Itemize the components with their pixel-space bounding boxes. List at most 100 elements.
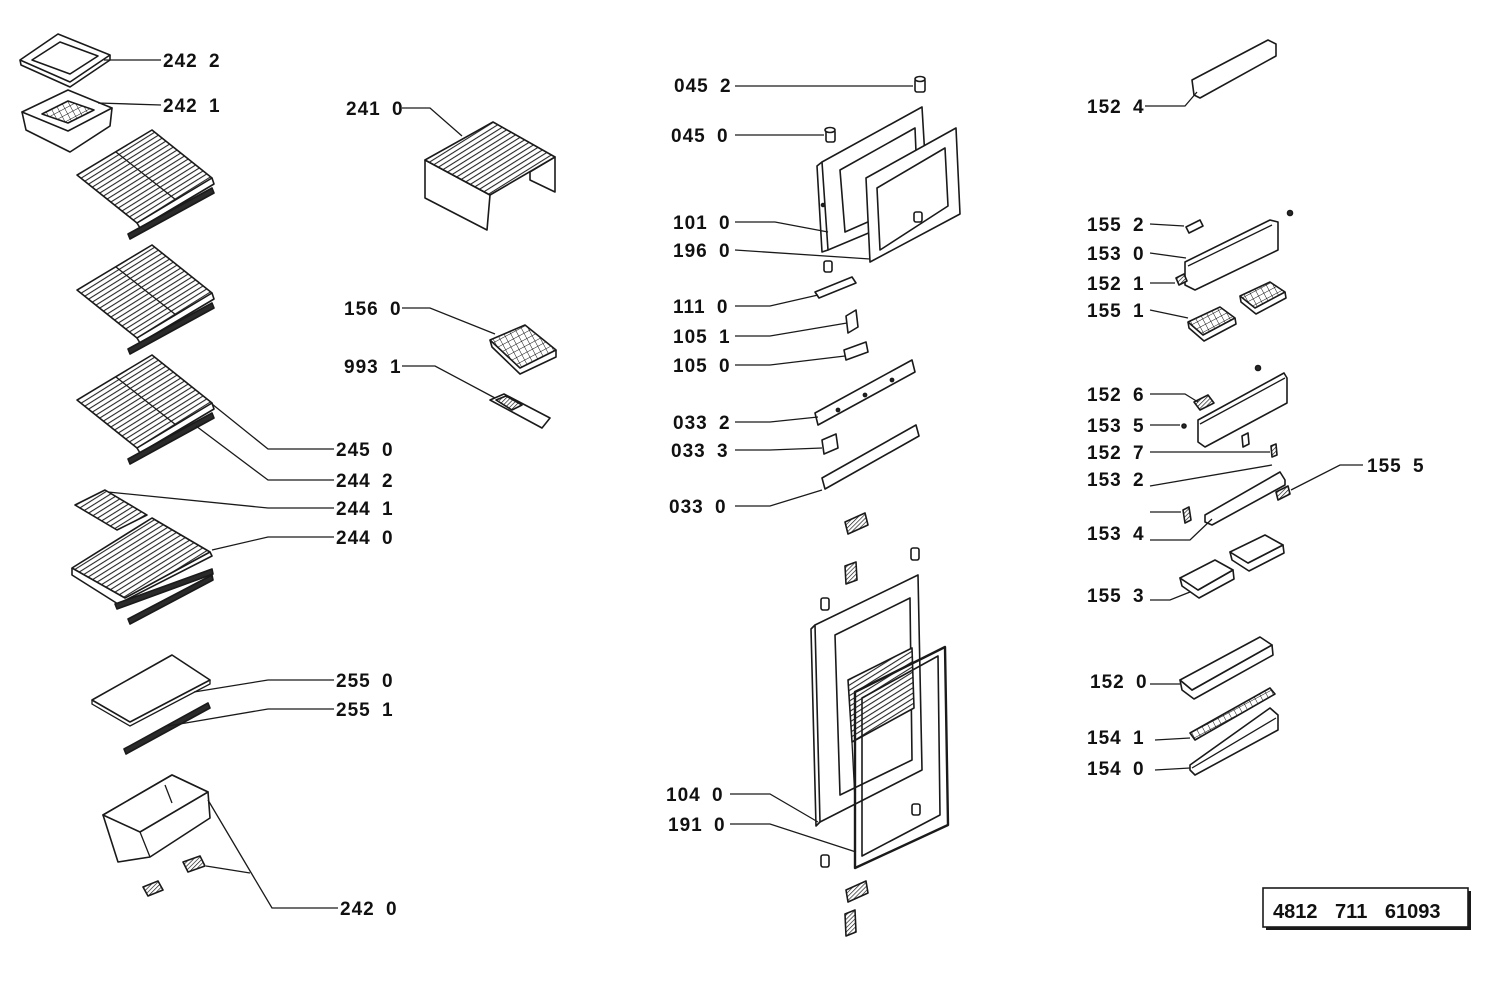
leader-152-6	[1150, 393, 1199, 403]
reference-number: 4812 711 61093	[1273, 901, 1441, 923]
vegetable-drawer-inner-line	[164, 784, 173, 804]
door-handle	[814, 276, 857, 299]
callout-196-0: 196 0	[673, 241, 731, 262]
hinge-block	[844, 561, 858, 585]
door-bin-top	[1179, 636, 1273, 691]
callout-155-2: 155 2	[1087, 215, 1145, 236]
bottle-rail	[1204, 471, 1286, 526]
egg-tray	[1187, 306, 1236, 336]
callout-105-1: 105 1	[673, 327, 731, 348]
shelf-end-pin	[1185, 219, 1204, 234]
door-shelf-front	[1197, 372, 1288, 448]
bottle-bin	[1189, 707, 1279, 776]
wire-shelf-grid	[76, 244, 213, 339]
callout-033-3: 033 3	[671, 441, 729, 462]
small-bin	[21, 89, 113, 153]
leader-033-2	[735, 416, 819, 423]
vegetable-drawer-corner	[139, 831, 151, 858]
callout-154-0: 154 0	[1087, 759, 1145, 780]
callout-255-0: 255 0	[336, 671, 394, 692]
shelf-clip	[1175, 273, 1188, 286]
callout-045-0: 045 0	[671, 126, 729, 147]
leader-101-0	[735, 221, 829, 233]
bottle-bin-body	[1189, 707, 1279, 776]
callout-255-1: 255 1	[336, 700, 394, 721]
small-glass-shelf	[74, 489, 148, 531]
callout-244-0: 244 0	[336, 528, 394, 549]
wire-shelf-crossbar	[115, 151, 177, 201]
door-pin	[823, 260, 833, 273]
callout-111-0: 111 0	[673, 297, 728, 318]
callout-153-4: 153 4	[1087, 524, 1145, 545]
callout-153-2: 153 2	[1087, 470, 1145, 491]
callout-244-1: 244 1	[336, 499, 394, 520]
callout-152-4: 152 4	[1087, 97, 1145, 118]
shelf-screw	[1286, 209, 1294, 217]
shelf-trim-bar	[127, 187, 215, 240]
wire-shelf-2	[76, 244, 215, 355]
callout-242-2: 242 2	[163, 51, 221, 72]
leader-191-0	[730, 823, 857, 853]
leader-105-1	[735, 322, 848, 337]
wire-shelf-3	[76, 354, 215, 465]
callout-242-0: 242 0	[340, 899, 398, 920]
hinge-pin-top	[914, 75, 926, 93]
wire-shelf-crossbar	[115, 376, 177, 426]
wire-shelf-grid	[76, 354, 213, 449]
callout-244-2: 244 2	[336, 471, 394, 492]
freezer-door-screw	[820, 202, 826, 208]
ice-cube-tray	[489, 324, 557, 375]
hinge-bracket	[844, 512, 869, 535]
drawer-clip	[142, 880, 164, 897]
leader-104-0	[730, 793, 819, 823]
shelf-trim-bar	[127, 302, 215, 355]
fridge-door-stop	[911, 803, 921, 816]
callout-104-0: 104 0	[666, 785, 724, 806]
leader-154-1	[1154, 737, 1191, 741]
callout-154-1: 154 1	[1087, 728, 1145, 749]
crisper-cover	[19, 33, 111, 88]
leader-033-3	[735, 447, 823, 451]
rail-clip	[1182, 506, 1192, 524]
ice-cube-tray-cells	[489, 324, 557, 369]
leader-245-0	[211, 403, 334, 450]
leader-244-0	[211, 536, 334, 551]
leader-153-4	[1150, 518, 1213, 541]
leader-255-1	[167, 708, 334, 727]
leader-196-0	[734, 249, 871, 260]
leader-156-0	[402, 307, 496, 335]
leader-242-0-clip	[205, 865, 251, 874]
fridge-door-gasket	[853, 645, 950, 870]
leader-155-3	[1150, 591, 1191, 601]
leader-244-1	[107, 491, 334, 509]
retainer-pin	[1270, 443, 1278, 458]
wire-shelf-grid	[71, 517, 211, 599]
small-bin-floor	[41, 100, 95, 124]
callout-155-3: 155 3	[1087, 586, 1145, 607]
fridge-door-edge	[810, 624, 821, 827]
egg-tray	[1239, 281, 1286, 309]
callout-241-0: 241 0	[346, 99, 404, 120]
glass-plate-trim	[123, 702, 211, 755]
wire-shelf-front-edge	[136, 402, 215, 454]
drawer-clip	[182, 855, 206, 873]
fridge-gasket-inner	[861, 655, 941, 857]
hinge-pin-middle	[824, 126, 836, 143]
hinge-bar-hole	[862, 392, 868, 398]
door-pin-body	[823, 260, 833, 273]
shelf-trim-bar	[127, 412, 215, 465]
leader-152-4	[1145, 91, 1198, 107]
vegetable-drawer-rim	[102, 774, 209, 833]
bottle-bin-rim	[1191, 717, 1277, 769]
center-hinge-bar	[814, 359, 916, 426]
butter-containers	[1179, 534, 1285, 599]
hinge-spacer	[821, 433, 839, 455]
freezer-gasket-inner	[876, 147, 949, 251]
door-shelf-rim	[1187, 224, 1273, 267]
callout-153-0: 153 0	[1087, 244, 1145, 265]
callout-105-0: 105 0	[673, 356, 731, 377]
callout-191-0: 191 0	[668, 815, 726, 836]
wire-shelf-1	[76, 129, 215, 240]
leader-255-0	[193, 679, 334, 693]
